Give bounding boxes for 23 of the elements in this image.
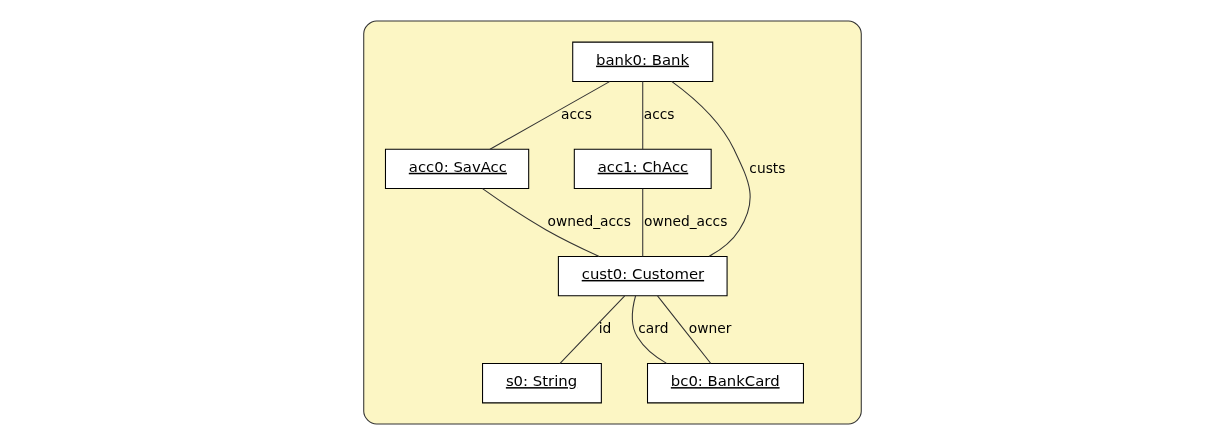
- edge-label: custs: [749, 159, 786, 176]
- edge-label: owned_accs: [547, 213, 631, 230]
- node-box: s0: String: [482, 363, 602, 404]
- node-box: bc0: BankCard: [647, 363, 804, 404]
- node-box: cust0: Customer: [557, 255, 728, 297]
- connector: [631, 295, 668, 364]
- connector: [671, 80, 751, 257]
- edge-label: owner: [688, 320, 732, 337]
- connector: [642, 81, 644, 150]
- node-box: acc1: ChAcc: [573, 148, 712, 190]
- edge-label: id: [598, 320, 612, 337]
- cluster: [363, 20, 862, 425]
- node-box: acc0: SavAcc: [384, 148, 530, 190]
- connector: [559, 295, 626, 365]
- node-box: bank0: Bank: [572, 41, 714, 82]
- edge-label: owned_accs: [644, 213, 728, 230]
- edge-label: accs: [561, 105, 592, 122]
- connector: [642, 188, 644, 257]
- edge-label: accs: [643, 105, 675, 122]
- connector: [482, 188, 600, 257]
- connector: [489, 81, 611, 150]
- connector: [657, 295, 712, 365]
- edge-label: card: [638, 320, 669, 337]
